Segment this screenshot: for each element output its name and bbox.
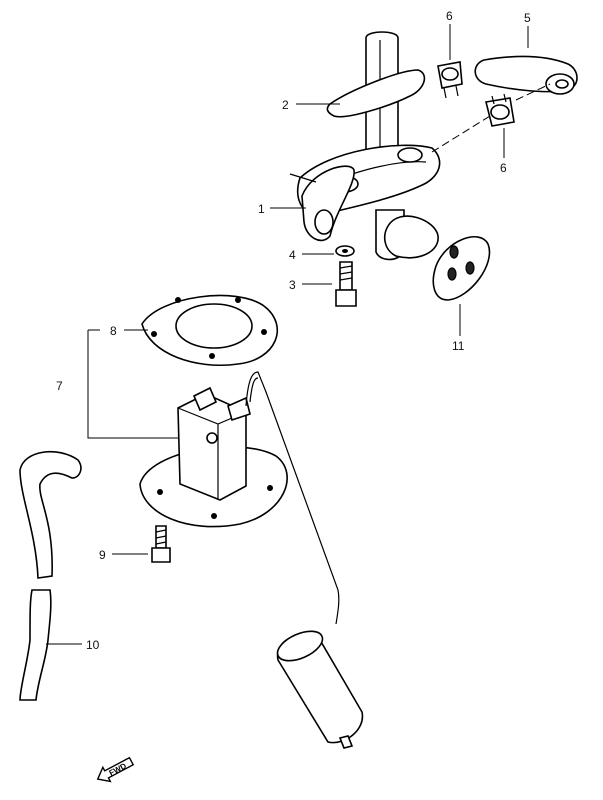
callout-1: 1: [258, 202, 265, 216]
callout-11: 11: [452, 339, 465, 353]
bolt-9: [151, 525, 171, 563]
fuel-cock-assembly: [289, 31, 441, 261]
callout-4: 4: [289, 248, 296, 262]
gasket-2: [326, 69, 426, 118]
clamp-6-upper: [437, 61, 463, 99]
bolt-3: [335, 261, 357, 307]
leader-lines: [46, 24, 529, 645]
callout-6b: 6: [500, 161, 507, 175]
callout-8: 8: [110, 324, 117, 338]
callout-3: 3: [289, 278, 296, 292]
washer-4: [335, 245, 355, 257]
assembly-centerline: [431, 83, 551, 153]
fuel-level-gauge-7: [139, 371, 364, 749]
callout-7: 7: [56, 379, 63, 393]
hose-10: [19, 451, 82, 701]
clamp-6-lower: [485, 93, 515, 127]
fwd-arrow: FWD: [96, 756, 135, 783]
callout-labels: 1 2 3 4 5 6 6 7 8 9 10 11: [56, 9, 531, 652]
callout-9: 9: [99, 548, 106, 562]
gasket-11: [432, 235, 491, 301]
gasket-8: [141, 294, 279, 367]
callout-5: 5: [524, 11, 531, 25]
callout-2: 2: [282, 98, 289, 112]
callout-6a: 6: [446, 9, 453, 23]
hose-5: [474, 55, 578, 95]
callout-10: 10: [86, 638, 100, 652]
